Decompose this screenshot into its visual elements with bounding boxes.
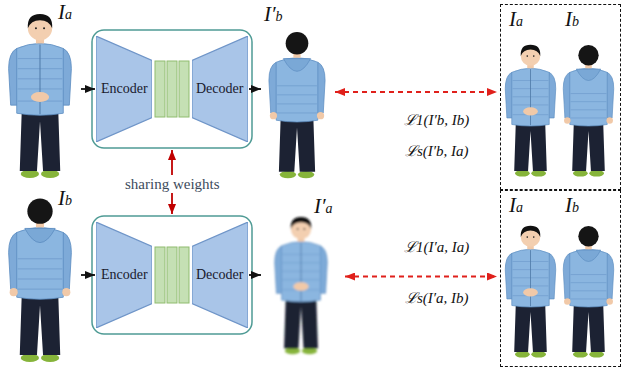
flow-arrow	[249, 88, 261, 90]
flow-arrow	[81, 88, 95, 90]
image-node: I′b	[262, 4, 332, 180]
person-back	[563, 226, 613, 358]
block-label: Encoder	[101, 81, 148, 96]
encoder-block: Encoder	[96, 222, 152, 328]
loss-label: ℒs(I′a, Ib)	[405, 289, 469, 307]
flow-arrow	[249, 274, 261, 276]
image-label: Ia	[509, 195, 523, 216]
block-label: Encoder	[101, 267, 148, 282]
decoder-block: Decoder	[192, 222, 248, 328]
person-back	[269, 32, 325, 178]
person-back	[563, 45, 613, 177]
loss-label: ℒs(I′b, Ia)	[405, 142, 469, 160]
image-label: I′b	[264, 4, 283, 25]
loss-label: ℒ1(I′b, Ib)	[404, 111, 469, 129]
image-label: Ib	[58, 188, 72, 209]
decoder-block: Decoder	[192, 36, 248, 142]
image-label: I′a	[314, 196, 333, 217]
block-label: Decoder	[196, 267, 243, 282]
network-frame	[92, 30, 252, 148]
comparison-arrow	[345, 276, 497, 278]
encoder-block: Encoder	[96, 36, 152, 142]
network-frame	[92, 216, 252, 334]
person-front	[9, 14, 72, 178]
flow-arrow	[81, 274, 95, 276]
image-node: I′a	[262, 196, 342, 357]
image-node: Ia	[0, 2, 80, 180]
block-label: Decoder	[196, 81, 243, 96]
image-label: Ib	[565, 195, 579, 216]
dashed-group-box: Ia Ib	[500, 190, 621, 367]
image-label: Ia	[509, 9, 523, 30]
person-front	[505, 45, 555, 177]
person-front	[505, 226, 555, 358]
image-label: Ia	[58, 2, 72, 23]
loss-label: ℒ1(I′a, Ia)	[404, 238, 469, 256]
annotation: sharing weights	[122, 175, 223, 193]
person-back	[9, 199, 72, 362]
image-label: Ib	[565, 9, 579, 30]
person-front-blurred	[275, 217, 328, 354]
dashed-group-box: Ia Ib	[500, 4, 621, 190]
image-node: Ib	[0, 188, 80, 364]
comparison-arrow	[335, 91, 497, 93]
